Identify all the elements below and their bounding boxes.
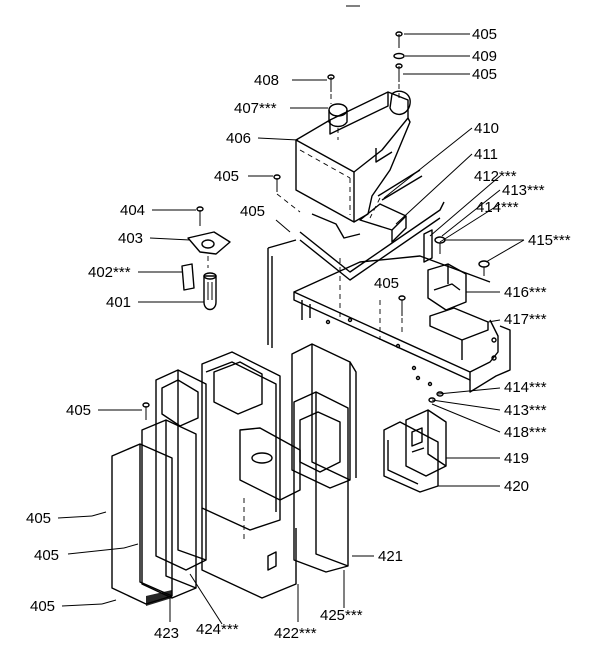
- panel-423: [141, 419, 197, 599]
- callout-424: 424***: [196, 621, 239, 638]
- callout-405: 405: [472, 26, 497, 43]
- callout-405: 405: [214, 168, 239, 185]
- callout-421: 421: [378, 548, 403, 565]
- callout-423: 423: [154, 625, 179, 642]
- clip-402: [181, 263, 195, 291]
- panel-424: [155, 369, 207, 571]
- callout-408: 408: [254, 72, 279, 89]
- callout-410: 410: [474, 120, 499, 137]
- callout-422: 422***: [274, 625, 317, 642]
- callout-labels: 405 409 405 408 407*** 406 410 411 412**…: [26, 26, 571, 642]
- callout-415: 415***: [528, 232, 571, 249]
- panel-425: [293, 391, 349, 573]
- callout-416: 416***: [504, 284, 547, 301]
- plate-420: [383, 421, 439, 493]
- cam-plate-403: [187, 231, 231, 268]
- callout-412: 412***: [474, 168, 517, 185]
- callout-414: 414***: [504, 379, 547, 396]
- callout-420: 420: [504, 478, 529, 495]
- screw-405-bracket: [273, 174, 301, 213]
- callout-407: 407***: [234, 100, 277, 117]
- callout-404: 404: [120, 202, 145, 219]
- bracket-416: [427, 263, 467, 311]
- callout-405: 405: [26, 510, 51, 527]
- linkage-411: [359, 203, 407, 243]
- cam-407: [328, 103, 348, 140]
- screw-405-chassis: [398, 295, 406, 332]
- callout-413: 413***: [502, 182, 545, 199]
- screw-408: [327, 74, 335, 104]
- callout-419: 419: [504, 450, 529, 467]
- callout-411: 411: [474, 146, 498, 163]
- callout-405: 405: [34, 547, 59, 564]
- switch-box-419: [405, 409, 447, 477]
- callout-406: 406: [226, 130, 251, 147]
- callout-405: 405: [30, 598, 55, 615]
- bulb-401: [203, 272, 217, 311]
- callout-405: 405: [240, 203, 265, 220]
- callout-414: 414***: [476, 199, 519, 216]
- callout-401: 401: [106, 294, 131, 311]
- callout-405: 405: [472, 66, 497, 83]
- callout-403: 403: [118, 230, 143, 247]
- leader-lines: [57, 33, 525, 625]
- panel-421: [291, 343, 357, 489]
- bracket-417: [429, 307, 489, 360]
- door-panel-422: [201, 351, 301, 599]
- top-screw-stack: [393, 31, 405, 98]
- callout-417: 417***: [504, 311, 547, 328]
- chassis-frame: [267, 239, 511, 393]
- callout-402: 402***: [88, 264, 131, 281]
- screw-405-left: [91, 402, 150, 605]
- screw-404: [196, 206, 204, 226]
- motor-bracket-406: [295, 90, 411, 223]
- callout-425: 425***: [320, 607, 363, 624]
- actuator-arm: [299, 201, 445, 318]
- callout-409: 409: [472, 48, 497, 65]
- front-panel: [111, 443, 173, 606]
- callout-405: 405: [66, 402, 91, 419]
- callout-405: 405: [374, 275, 399, 292]
- callout-418: 418***: [504, 424, 547, 441]
- callout-413: 413***: [504, 402, 547, 419]
